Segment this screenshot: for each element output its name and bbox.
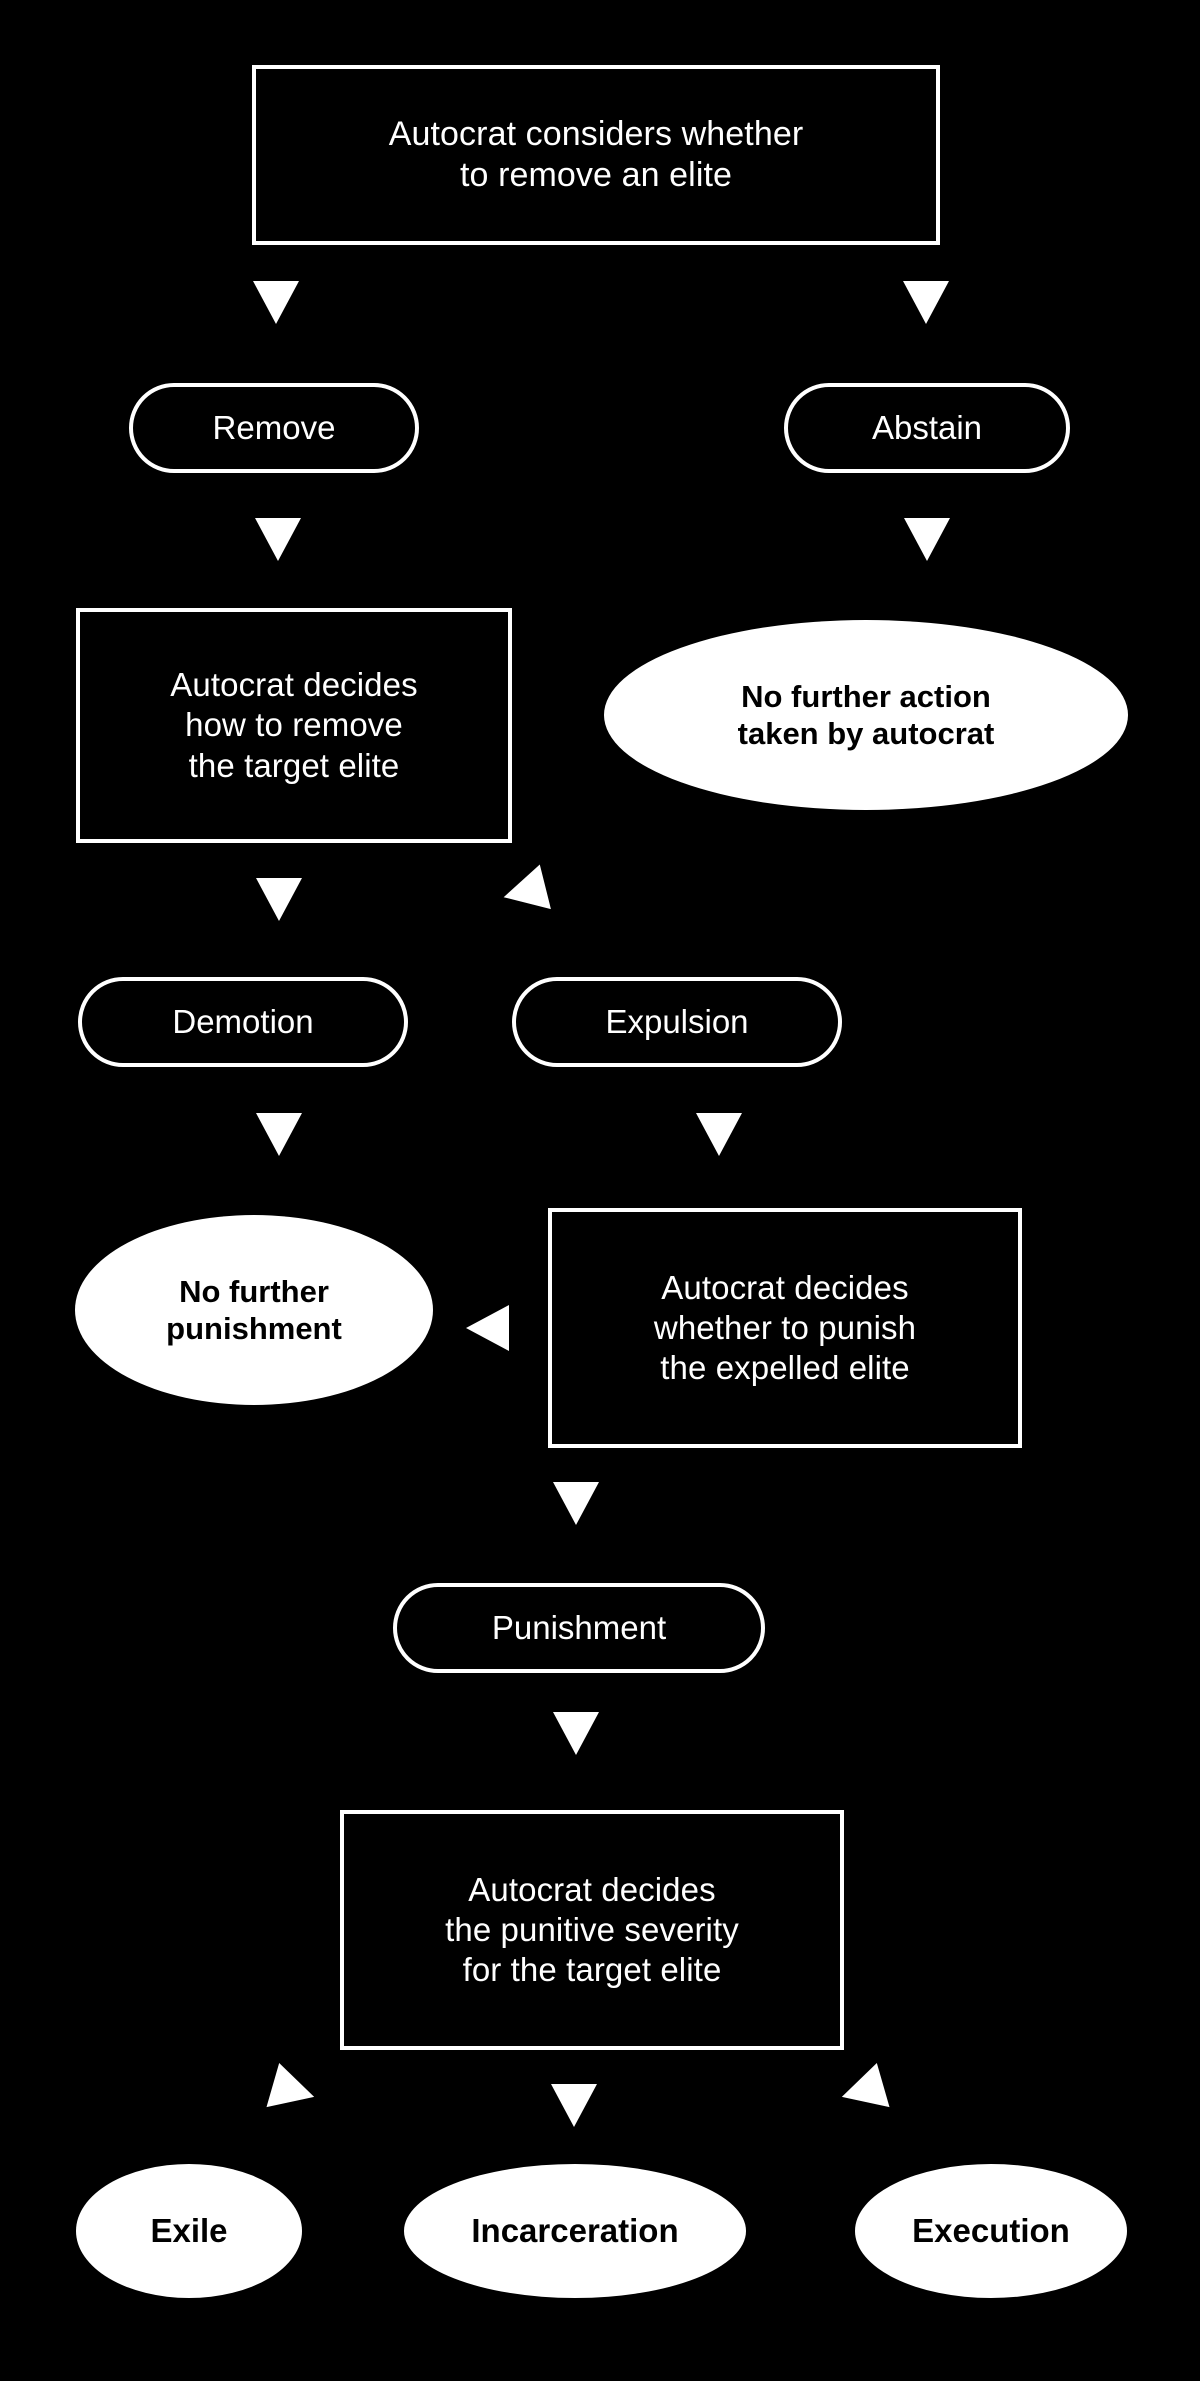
node-label: No further punishment [166, 1273, 342, 1346]
node-expulsion[interactable]: Expulsion [512, 977, 842, 1067]
node-no-further-punishment[interactable]: No further punishment [75, 1215, 433, 1405]
arrow-decide-how-to-demotion [256, 878, 302, 921]
node-demotion[interactable]: Demotion [78, 977, 408, 1067]
arrow-demotion-to-no-punishment [256, 1113, 302, 1156]
node-execution[interactable]: Execution [855, 2164, 1127, 2298]
node-label: No further action taken by autocrat [737, 678, 995, 751]
arrow-punishment-to-decide-severity [553, 1712, 599, 1755]
arrow-considers-to-remove [253, 281, 299, 324]
node-autocrat-decides-how[interactable]: Autocrat decides how to remove the targe… [76, 608, 512, 843]
arrow-expulsion-to-decide-punish [696, 1113, 742, 1156]
node-label: Demotion [172, 1002, 314, 1040]
node-autocrat-decides-punish[interactable]: Autocrat decides whether to punish the e… [548, 1208, 1022, 1448]
arrow-decide-severity-to-exile [266, 2062, 321, 2120]
node-label: Abstain [871, 408, 983, 446]
node-exile[interactable]: Exile [76, 2164, 302, 2298]
arrow-decide-punish-to-no-punishment [466, 1305, 509, 1351]
node-label: Expulsion [605, 1002, 749, 1040]
node-label: Remove [212, 408, 336, 446]
node-no-further-action[interactable]: No further action taken by autocrat [604, 620, 1128, 810]
node-incarceration[interactable]: Incarceration [404, 2164, 746, 2298]
arrow-decide-how-to-expulsion [498, 864, 551, 920]
node-label: Autocrat decides whether to punish the e… [653, 1268, 917, 1387]
node-label: Execution [912, 2212, 1070, 2250]
arrow-abstain-to-no-action [904, 518, 950, 561]
node-label: Exile [150, 2212, 228, 2250]
node-label: Incarceration [471, 2212, 679, 2250]
arrow-decide-severity-to-execution [835, 2062, 890, 2120]
node-autocrat-decides-severity[interactable]: Autocrat decides the punitive severity f… [340, 1810, 844, 2050]
node-label: Punishment [491, 1608, 667, 1646]
node-label: Autocrat decides the punitive severity f… [445, 1870, 739, 1989]
node-autocrat-considers[interactable]: Autocrat considers whether to remove an … [252, 65, 940, 245]
node-label: Autocrat considers whether to remove an … [388, 114, 804, 194]
arrow-decide-severity-to-incarceration [551, 2084, 597, 2127]
arrow-remove-to-decide-how [255, 518, 301, 561]
node-abstain[interactable]: Abstain [784, 383, 1070, 473]
node-label: Autocrat decides how to remove the targe… [170, 666, 418, 784]
node-remove[interactable]: Remove [129, 383, 419, 473]
arrow-considers-to-abstain [903, 281, 949, 324]
node-punishment[interactable]: Punishment [393, 1583, 765, 1673]
arrow-decide-punish-to-punishment [553, 1482, 599, 1525]
